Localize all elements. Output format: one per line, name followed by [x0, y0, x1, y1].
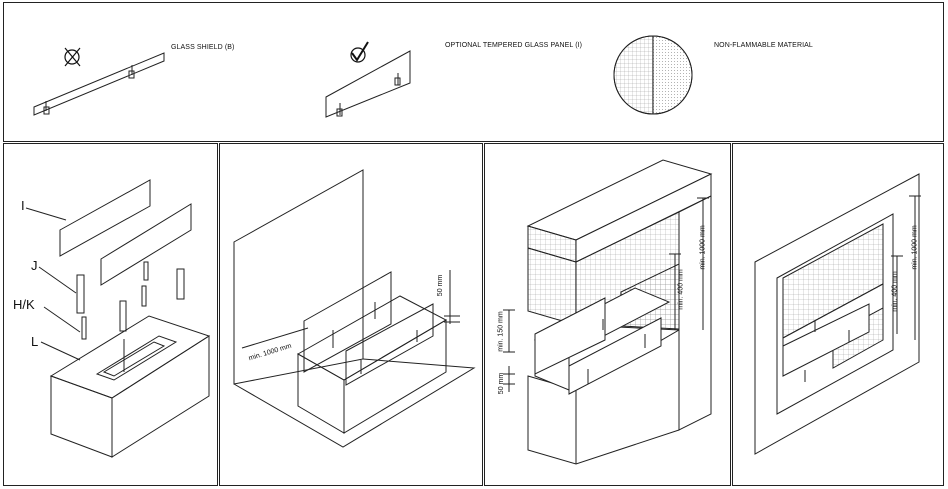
- non-flammable-label: NON-FLAMMABLE MATERIAL: [714, 42, 813, 49]
- step3-dim-1000: min. 1000 mm: [699, 225, 707, 270]
- optional-panel-drawing: [326, 51, 410, 117]
- step3-drawing: [485, 144, 732, 487]
- cross-icon: [65, 48, 80, 66]
- step1-drawing: [4, 144, 219, 487]
- legend-panel: GLASS SHIELD (B) OPTIONAL TEMPERED GLASS…: [3, 2, 944, 142]
- step1-panel: I J H/K L: [3, 143, 218, 486]
- optional-panel-label: OPTIONAL TEMPERED GLASS PANEL (I): [445, 42, 583, 49]
- step3-dim-400: min. 400 mm: [677, 269, 685, 310]
- step4-drawing: [733, 144, 945, 487]
- step2-drawing: [220, 144, 484, 487]
- glass-shield-label: GLASS SHIELD (B): [171, 44, 235, 51]
- step4-dim-400: min. 400 mm: [891, 271, 899, 312]
- material-swatch: [614, 36, 692, 114]
- step4-dim-1000: min. 1000 mm: [911, 225, 919, 270]
- part-label-i: I: [21, 198, 25, 213]
- step2-panel: 50 mm min. 1000 mm: [219, 143, 483, 486]
- step3-dim-150: min. 150 mm: [497, 311, 505, 352]
- step3-panel: min. 1000 mm min. 400 mm min. 150 mm 50 …: [484, 143, 731, 486]
- step3-dim-50: 50 mm: [498, 372, 506, 395]
- part-label-hk: H/K: [13, 297, 35, 312]
- part-label-l: L: [31, 334, 39, 349]
- step4-panel: min. 1000 mm min. 400 mm: [732, 143, 944, 486]
- glass-shield-drawing: [34, 53, 164, 115]
- check-icon: [351, 42, 368, 62]
- part-label-j: J: [31, 258, 38, 273]
- step2-dim-50: 50 mm: [437, 274, 445, 297]
- legend-drawings: [4, 3, 945, 143]
